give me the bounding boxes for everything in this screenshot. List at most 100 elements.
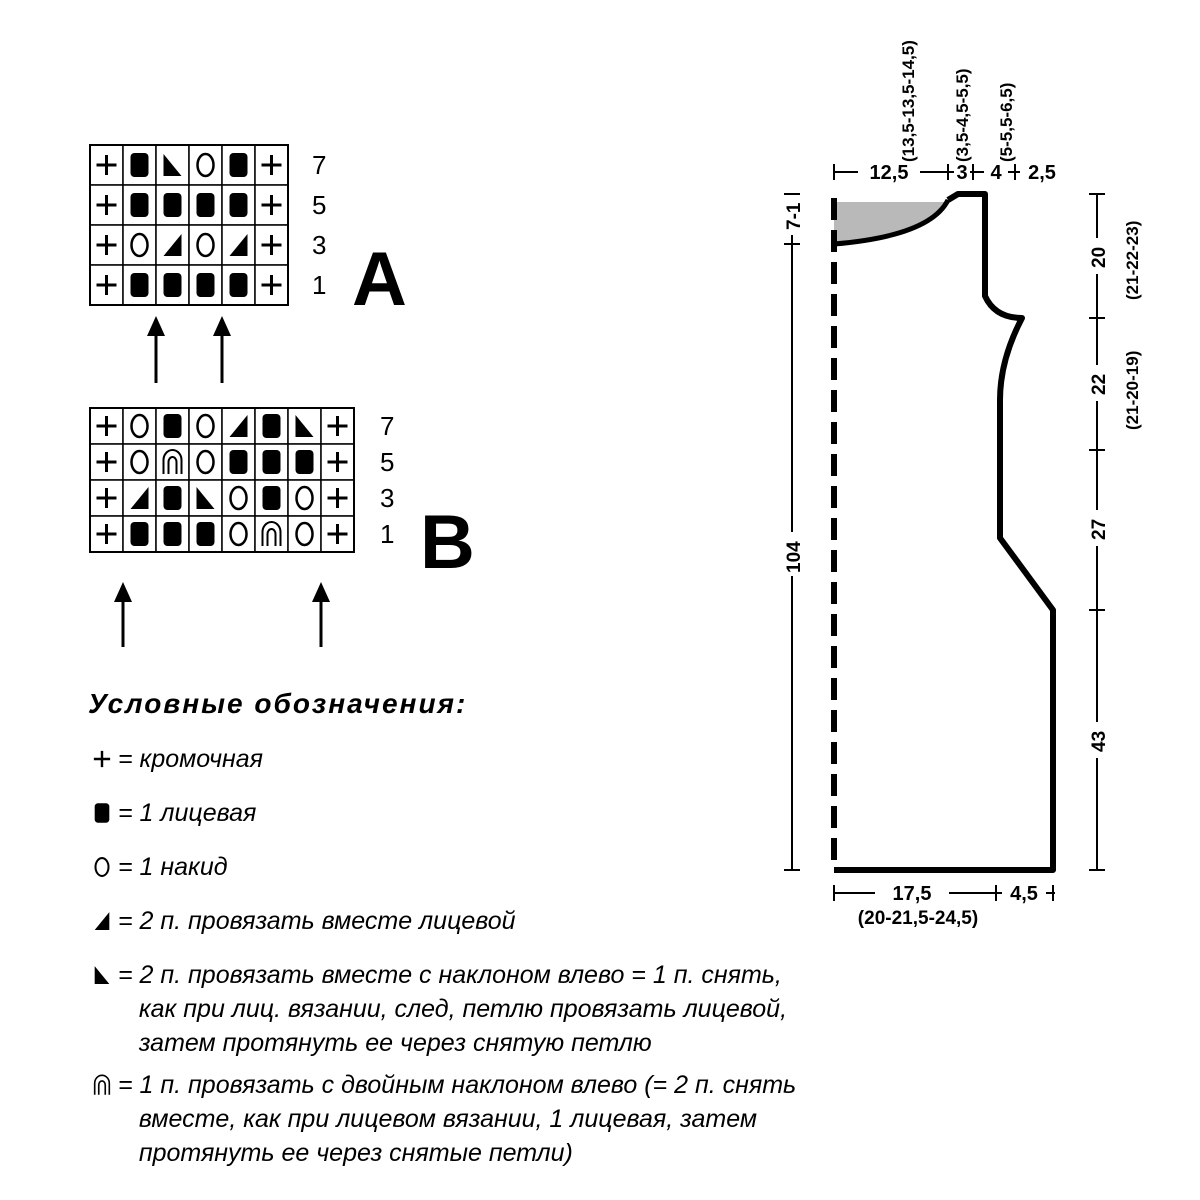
edge-stitch-icon [96,275,117,295]
chart-cell [188,264,223,306]
knit-stitch-icon [229,153,248,177]
chart-cell [320,407,355,445]
chart-cell [89,264,124,306]
chart-cell [221,264,256,306]
height-1-alt: (21-22-23) [1123,221,1142,300]
row-number: 7 [312,150,326,180]
legend-item: = 1 накид [88,850,228,884]
top-width-1-label: 12,5 [870,162,909,184]
legend-text-line: = 1 лицевая [118,799,257,827]
row-number: 5 [312,190,326,220]
legend-text: = 2 п. провязать вместе лицевой [118,904,516,938]
edge-stitch-icon [327,524,348,544]
knit-stitch-icon [163,414,182,438]
chart-cell [254,224,289,266]
knit-stitch-icon [130,153,149,177]
chart-cell [221,443,256,481]
chart-cell [254,264,289,306]
knit-stitch-icon [88,796,118,830]
chart-cell [122,184,157,226]
legend-item: = 2 п. провязать вместе с наклоном влево… [88,958,787,1060]
knit-stitch-icon [196,193,215,217]
top-width-1-alt: (13,5-13,5-14,5) [899,40,918,162]
legend-text-line: = кромочная [118,745,264,773]
legend-text-line: = 2 п. провязать вместе с наклоном влево… [118,961,782,989]
chart-cell [155,224,190,266]
chart-cell [221,144,256,186]
edge-stitch-icon [88,742,118,776]
chart-cell [254,144,289,186]
k2tog-icon [130,487,149,509]
legend-text: = 1 накид [118,850,228,884]
chart-cell [155,515,190,553]
legend-text-line: протянуть ее через снятые петли) [118,1139,573,1167]
chart-cell [122,515,157,553]
chart-cell [89,224,124,266]
chart-cell [89,479,124,517]
legend-text-line: = 1 накид [118,853,228,881]
ssk-icon [94,966,110,984]
k2tog-icon [163,234,182,256]
legend-title: Условные обозначения: [88,688,468,719]
chart-cell [221,184,256,226]
yarn-over-icon [94,857,110,877]
chart-cell [221,515,256,553]
ssk-icon [295,415,314,437]
edge-stitch-icon [96,235,117,255]
yarn-over-icon [196,152,215,178]
top-width-2-label: 3 [956,162,967,184]
knit-stitch-icon [229,450,248,474]
edge-stitch-icon [327,416,348,436]
knit-stitch-icon [130,193,149,217]
arrow-up-icon [114,582,132,602]
neck-depth-label: 7-1 [784,202,805,230]
edge-stitch-icon [261,195,282,215]
chart-cell [188,479,223,517]
k2tog-icon [88,904,118,938]
edge-stitch-icon [327,488,348,508]
bottom-width-1-label: 17,5 [893,883,932,905]
legend-item: = 2 п. провязать вместе лицевой [88,904,516,938]
knit-stitch-icon [163,486,182,510]
chart-cell [287,515,322,553]
double-decrease-icon [261,521,282,546]
height-4-label: 43 [1089,731,1110,752]
chart-label: A [352,237,407,322]
edge-stitch-icon [96,524,117,544]
chart-cell [254,184,289,226]
legend-text: = 1 лицевая [118,796,256,830]
double-decrease-icon [162,449,183,474]
row-number: 1 [380,519,394,549]
arrow-up-icon [147,316,165,336]
knit-stitch-icon [130,273,149,297]
knit-stitch-icon [196,522,215,546]
edge-stitch-icon [327,452,348,472]
legend-text-line: затем протянуть ее через снятую петлю [118,1029,652,1057]
knit-stitch-icon [163,273,182,297]
chart-b-arrows [114,582,330,647]
top-width-3-label: 4 [990,162,1002,184]
edge-stitch-icon [96,416,117,436]
legend-text-line: = 1 п. провязать с двойным наклоном влев… [118,1071,797,1099]
edge-stitch-icon [96,452,117,472]
top-width-4-label: 2,5 [1028,162,1056,184]
knit-stitch-icon [94,803,110,823]
chart-cell [188,515,223,553]
knit-stitch-icon [295,450,314,474]
neckline-shaded-area [834,202,945,242]
knit-stitch-icon [229,193,248,217]
yarn-over-icon [196,413,215,439]
chart-cell [89,407,124,445]
legend-text: = кромочная [118,742,263,776]
total-length-label: 104 [784,541,805,573]
chart-cell [122,407,157,445]
chart-cell [188,224,223,266]
chart-label: B [420,500,475,585]
chart-cell [287,443,322,481]
chart-cell [155,479,190,517]
arrow-up-icon [312,582,330,602]
chart-cell [320,479,355,517]
knit-stitch-icon [130,522,149,546]
